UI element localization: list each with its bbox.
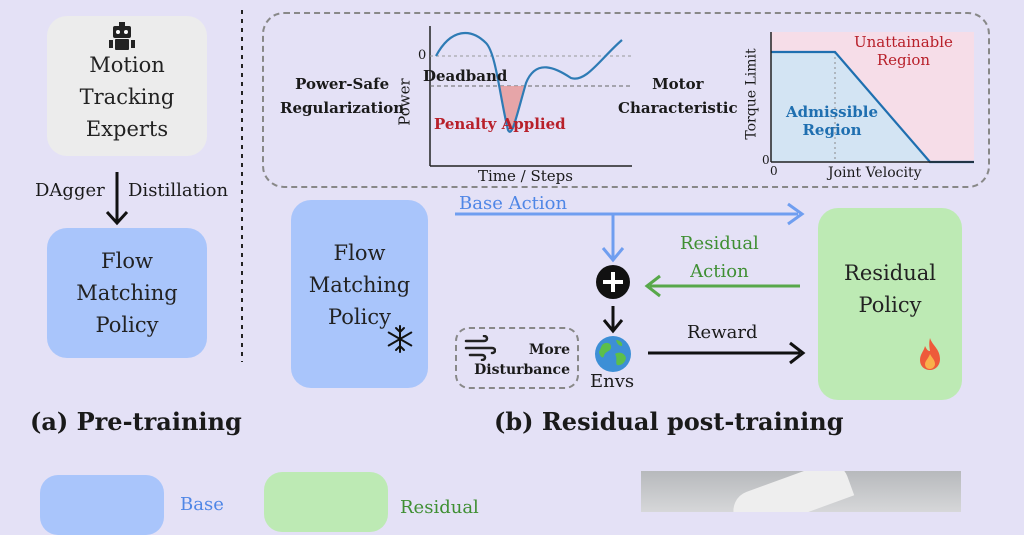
deadband-label: Deadband bbox=[423, 67, 508, 85]
residual-action-arrow bbox=[644, 274, 800, 298]
residual-post-training-caption: (b) Residual post-training bbox=[494, 407, 844, 436]
robot-icon bbox=[109, 22, 135, 50]
bottom-base-label: Base bbox=[180, 494, 224, 515]
distillation-label: Distillation bbox=[128, 180, 229, 201]
torque-origin-x: 0 bbox=[770, 164, 778, 178]
flow-matching-policy-label: Flow Matching Policy bbox=[308, 241, 411, 329]
admissible-region bbox=[771, 52, 930, 162]
pretraining-caption: (a) Pre-training bbox=[30, 407, 242, 436]
plus-icon bbox=[596, 265, 630, 299]
fire-icon bbox=[920, 338, 940, 370]
power-safe-regularization-label: Power-Safe Regularization bbox=[280, 75, 405, 117]
torque-chart bbox=[770, 32, 974, 164]
bottom-blue-box bbox=[40, 475, 164, 535]
globe-icon bbox=[595, 336, 631, 372]
reward-arrow bbox=[648, 341, 806, 365]
motor-characteristic-label: Motor Characteristic bbox=[618, 75, 738, 117]
power-chart bbox=[429, 26, 632, 167]
power-curve bbox=[435, 31, 623, 133]
more-disturbance-label: More Disturbance bbox=[474, 342, 570, 378]
base-action-label: Base Action bbox=[459, 193, 568, 214]
admissible-region-label: Admissible Region bbox=[786, 103, 879, 139]
residual-policy-box: Residual Policy bbox=[818, 208, 962, 400]
residual-policy-label: Residual Policy bbox=[844, 261, 936, 317]
robot-photo-figure bbox=[727, 471, 855, 512]
torque-origin-y: 0 bbox=[762, 153, 770, 167]
torque-limit-axis-label: Torque Limit bbox=[743, 48, 760, 140]
disturbance-box bbox=[455, 327, 579, 389]
regularization-panel bbox=[262, 12, 990, 188]
distillation-arrow bbox=[105, 172, 129, 226]
sum-to-env-arrow bbox=[602, 306, 624, 334]
power-axis-label: Power bbox=[395, 78, 414, 126]
envs-label: Envs bbox=[590, 371, 635, 392]
section-divider bbox=[241, 10, 243, 362]
snowflake-icon bbox=[387, 325, 413, 353]
bottom-residual-label: Residual bbox=[400, 497, 479, 518]
robot-photo bbox=[641, 471, 961, 512]
time-steps-label: Time / Steps bbox=[478, 167, 573, 185]
flow-matching-policy-label-pretrain: Flow Matching Policy bbox=[76, 249, 178, 337]
motion-tracking-experts-label: Motion Tracking Experts bbox=[79, 53, 175, 141]
base-action-arrow bbox=[455, 202, 805, 263]
unattainable-region-label: Unattainable Region bbox=[854, 33, 953, 69]
reward-label: Reward bbox=[687, 322, 758, 343]
flow-arrows bbox=[455, 202, 806, 365]
residual-action-label: Residual Action bbox=[680, 233, 759, 282]
penalty-applied-label: Penalty Applied bbox=[434, 115, 566, 133]
flow-matching-policy-box-pretrain: Flow Matching Policy bbox=[47, 228, 207, 358]
dagger-label: DAgger bbox=[35, 180, 105, 201]
joint-velocity-label: Joint Velocity bbox=[828, 165, 922, 181]
power-zero-tick: 0 bbox=[418, 48, 427, 63]
flow-matching-policy-box: Flow Matching Policy bbox=[291, 200, 428, 388]
wind-icon bbox=[464, 335, 496, 361]
bottom-green-box bbox=[264, 472, 388, 532]
